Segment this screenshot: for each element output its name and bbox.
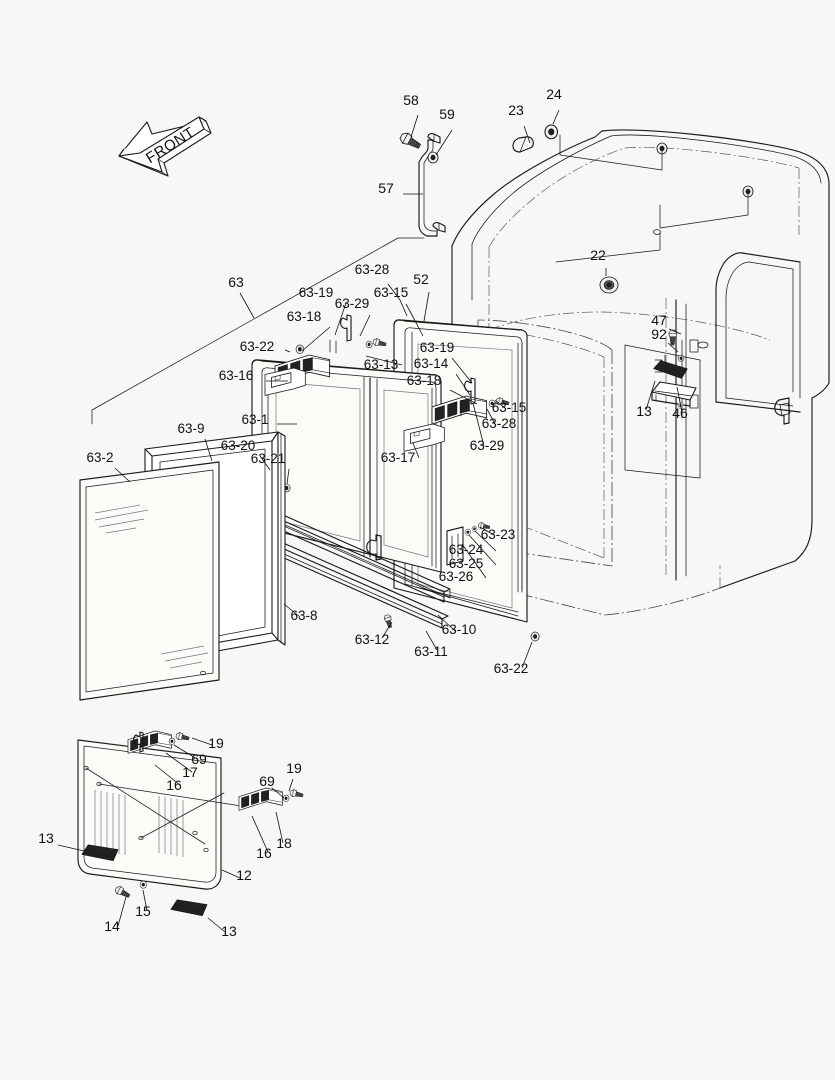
- part-callout-15: 15: [135, 903, 151, 919]
- cab-outline: [451, 129, 830, 616]
- latch-63-26: [446, 526, 464, 566]
- part-callout-63-16: 63-16: [219, 368, 254, 383]
- part-callout-63-24: 63-24: [449, 542, 484, 557]
- sliding-frame-63-1: [251, 359, 442, 573]
- part-callout-59: 59: [439, 106, 455, 122]
- part-callout-16: 16: [166, 777, 182, 793]
- part-callout-24: 24: [546, 86, 562, 102]
- handle-13-right: [652, 359, 689, 380]
- part-callout-58: 58: [403, 92, 419, 108]
- part-callout-63-28: 63-28: [355, 262, 390, 277]
- part-callout-13: 13: [636, 403, 652, 419]
- part-callout-63-10: 63-10: [442, 622, 477, 637]
- part-callout-92: 92: [651, 326, 667, 342]
- front-glass-panel-63-2: [79, 461, 220, 701]
- part-callout-14: 14: [104, 918, 120, 934]
- part-callout-63-18: 63-18: [287, 309, 322, 324]
- part-callout-18: 18: [276, 835, 292, 851]
- part-callout-57: 57: [378, 180, 394, 196]
- part-callout-63-26: 63-26: [439, 569, 474, 584]
- part-callout-52: 52: [413, 271, 429, 287]
- part-callout-63-22: 63-22: [240, 339, 275, 354]
- part-callout-63-12: 63-12: [355, 632, 390, 647]
- pin-63-29: [340, 314, 352, 342]
- part-callout-22: 22: [590, 247, 606, 263]
- part-callout-63-1: 63-1: [241, 412, 268, 427]
- lower-door-panel-12: [77, 730, 304, 917]
- part-callout-63-17: 63-17: [381, 450, 416, 465]
- part-callout-63-11: 63-11: [414, 644, 448, 659]
- part-callout-63-25: 63-25: [449, 556, 484, 571]
- part-callout-63-2: 63-2: [86, 450, 113, 465]
- part-callout-63: 63: [228, 274, 244, 290]
- sliding-window-assembly: [91, 237, 540, 642]
- right-handle-hardware: [651, 329, 697, 419]
- part-callout-23: 23: [508, 102, 524, 118]
- part-callout-13: 13: [38, 830, 54, 846]
- part-callout-63-23: 63-23: [481, 527, 516, 542]
- part-callout-63-28: 63-28: [482, 416, 517, 431]
- part-callout-63-21: 63-21: [251, 451, 286, 466]
- part-callout-63-29: 63-29: [470, 438, 505, 453]
- part-callout-16: 16: [256, 845, 272, 861]
- part-callout-63-8: 63-8: [290, 608, 317, 623]
- handle-46: [651, 381, 697, 407]
- part-callout-63-9: 63-9: [177, 421, 204, 436]
- part-callout-12: 12: [236, 867, 252, 883]
- part-callout-63-18: 63-18: [407, 373, 442, 388]
- part-callout-63-13: 63-13: [364, 357, 399, 372]
- part-callout-63-15: 63-15: [492, 400, 527, 415]
- upper-bracket-hardware: [398, 124, 619, 294]
- part-callout-63-15: 63-15: [374, 285, 409, 300]
- part-callout-19: 19: [208, 735, 224, 751]
- part-callout-63-22: 63-22: [494, 661, 529, 676]
- front-arrow-icon: FRONT: [118, 116, 212, 177]
- part-callout-13: 13: [221, 923, 237, 939]
- part-callout-69: 69: [191, 751, 207, 767]
- part-callout-63-14: 63-14: [414, 356, 449, 371]
- nut-63-22-lower: [530, 631, 540, 642]
- part-callout-63-20: 63-20: [221, 438, 256, 453]
- part-callout-63-19: 63-19: [299, 285, 334, 300]
- part-callout-63-29: 63-29: [335, 296, 370, 311]
- part-callout-19: 19: [286, 760, 302, 776]
- nut-63-22-upper: [295, 344, 305, 354]
- handle-13-bottom: [170, 899, 208, 917]
- part-callout-63-19: 63-19: [420, 340, 455, 355]
- part-callout-46: 46: [672, 405, 688, 421]
- part-callout-17: 17: [182, 764, 198, 780]
- part-callout-69: 69: [259, 773, 275, 789]
- leader-lines: [57, 109, 683, 933]
- part-callout-47: 47: [651, 312, 667, 328]
